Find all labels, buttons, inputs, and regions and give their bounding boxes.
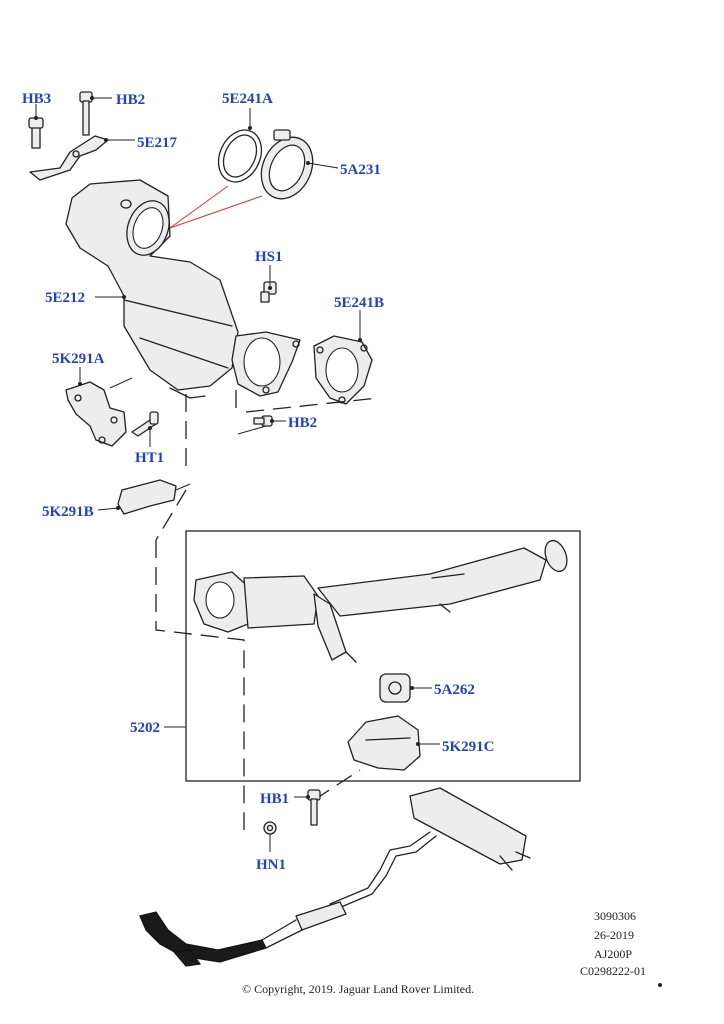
callout-5202[interactable]: 5202: [130, 720, 160, 736]
hb2-mid-bolt[interactable]: [253, 415, 273, 427]
callout-5e217[interactable]: 5E217: [137, 135, 178, 151]
callout-hb3[interactable]: HB3: [22, 91, 51, 107]
5202-front-pipe[interactable]: [193, 538, 571, 663]
5k291a-bracket[interactable]: [65, 381, 127, 447]
callout-5e241b[interactable]: 5E241B: [334, 295, 384, 311]
ref-code-4: C0298222-01: [580, 964, 646, 978]
callout-hb1[interactable]: HB1: [260, 791, 289, 807]
hb1-bolt[interactable]: [307, 789, 321, 826]
callout-5a231[interactable]: 5A231: [340, 162, 381, 178]
callout-hb2-mid[interactable]: HB2: [288, 415, 317, 431]
5e241a-gasket[interactable]: [210, 123, 269, 189]
ht1-stud[interactable]: [131, 411, 159, 437]
ref-code-3: AJ200P: [594, 947, 632, 961]
callout-5e241a[interactable]: 5E241A: [222, 91, 273, 107]
hn1-nut[interactable]: [263, 821, 277, 835]
corner-marker: [658, 983, 662, 987]
callout-hs1[interactable]: HS1: [255, 249, 283, 265]
5e217-bracket[interactable]: [29, 135, 109, 181]
hb3-bolt[interactable]: [28, 117, 44, 149]
5e212-catalytic-converter[interactable]: [65, 179, 239, 399]
exhaust-system-overview: [139, 787, 531, 967]
ref-code-1: 3090306: [594, 909, 636, 923]
callout-5k291a[interactable]: 5K291A: [52, 351, 105, 367]
callout-ht1[interactable]: HT1: [135, 450, 164, 466]
5a231-clamp[interactable]: [252, 129, 323, 207]
callout-5k291c[interactable]: 5K291C: [442, 739, 495, 755]
5a262-rubber-hanger[interactable]: [379, 673, 411, 703]
5k291b-bracket[interactable]: [117, 479, 177, 515]
callout-hn1[interactable]: HN1: [256, 857, 286, 873]
ref-code-2: 26-2019: [594, 928, 634, 942]
5202-assembly-frame[interactable]: [185, 530, 581, 782]
5k291c-bracket[interactable]: [347, 715, 421, 771]
5e241b-gasket[interactable]: [313, 335, 373, 405]
copyright-text: © Copyright, 2019. Jaguar Land Rover Lim…: [242, 982, 474, 996]
callout-5e212[interactable]: 5E212: [45, 290, 85, 306]
hs1-stud[interactable]: [260, 281, 277, 303]
5e212-outlet-flange: [231, 331, 301, 397]
callout-5a262[interactable]: 5A262: [434, 682, 475, 698]
callout-5k291b[interactable]: 5K291B: [42, 504, 94, 520]
callout-hb2-top[interactable]: HB2: [116, 92, 145, 108]
